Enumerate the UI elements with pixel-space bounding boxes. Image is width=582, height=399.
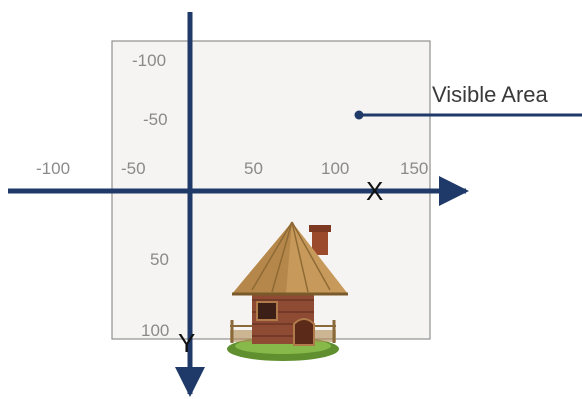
x-axis-label: X bbox=[366, 176, 383, 206]
x-tick-label: 50 bbox=[244, 159, 263, 178]
x-tick-label: -100 bbox=[36, 159, 70, 178]
y-tick-label: 50 bbox=[150, 250, 169, 269]
visible-area-label: Visible Area bbox=[432, 82, 549, 107]
y-tick-label: -50 bbox=[143, 110, 168, 129]
x-tick-label: 150 bbox=[400, 159, 428, 178]
x-tick-label: 100 bbox=[321, 159, 349, 178]
y-tick-label: -100 bbox=[132, 51, 166, 70]
y-tick-label: 100 bbox=[141, 321, 169, 340]
y-axis-label: Y bbox=[178, 328, 195, 358]
x-tick-label: -50 bbox=[121, 159, 146, 178]
